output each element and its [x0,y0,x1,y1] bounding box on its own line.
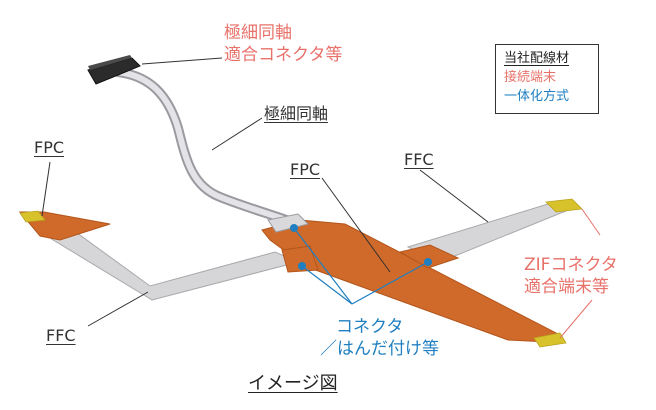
label-fpc-left: FPC [34,138,65,157]
legend-integrated: 一体化方式 [504,89,570,104]
label-connector: 極細同軸 適合コネクタ等 [224,23,343,65]
label-ffc-top: FFC [404,150,434,169]
leader-solder-a [293,227,353,305]
coax-cable [113,67,297,227]
leader-fpc-center [321,177,391,273]
fpc-tab-right [398,244,460,269]
label-zif: ZIFコネクタ 適合端末等 [524,255,618,297]
leader-zif-top [581,208,601,236]
leader-coax [211,117,263,151]
label-ffc-bottom: FFC [46,326,76,345]
legend-box: 当社配線材 接続端末 一体化方式 [495,44,599,114]
leader-ffc-bottom [87,291,149,327]
coax-connector-top [88,55,132,70]
label-coax: 極細同軸 [264,104,329,123]
solder-point-c [424,258,432,266]
solder-point-a [290,224,298,232]
solder-point-b [298,262,306,270]
gold-contact-left [19,210,46,223]
leader-fpc-left [41,161,51,217]
leader-solder-c [351,261,429,305]
coax-cable-highlight [115,69,295,225]
legend-title: 当社配線材 [504,51,570,66]
leader-zif-bottom [559,299,593,339]
gold-contact-right-bottom [533,332,567,348]
label-fpc-center: FPC [290,160,321,179]
label-solder: コネクタ ／はんだ付け等 [320,317,439,359]
leader-connector [141,57,223,65]
leader-ffc-top [419,169,489,223]
leader-solder-b [301,265,353,305]
fpc-tab-left [281,245,319,273]
label-caption: イメージ図 [248,373,338,394]
legend-terminal: 接続端末 [504,70,557,85]
coax-clamp [267,213,309,233]
